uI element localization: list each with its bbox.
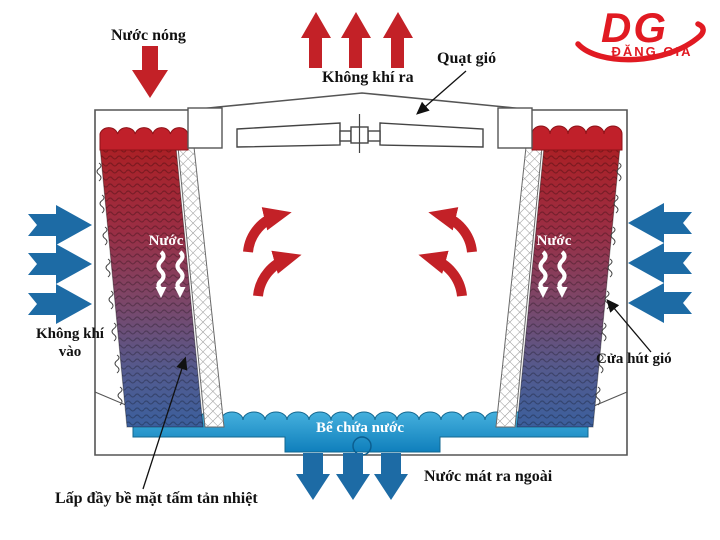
fill-material-pointer (142, 356, 188, 490)
logo-arrow-icon (594, 19, 623, 34)
left-support-block (187, 107, 223, 149)
air-in-arrows (28, 205, 92, 324)
logo-swoosh (575, 19, 706, 63)
fan-blade-left (236, 122, 341, 148)
rising-air-arrows (243, 207, 477, 297)
right-water-column (516, 146, 621, 428)
air-intake-pointer (606, 299, 652, 353)
fan-assembly (236, 114, 484, 153)
callout-pointers (142, 70, 652, 490)
air-in-label: Không khí vào (36, 326, 104, 360)
logo-monogram: DG (601, 4, 668, 51)
fan-label: Quạt gió (437, 50, 497, 67)
cool-water-out-label: Nước mát ra ngoài (424, 468, 553, 485)
fill-material-label: Lấp đầy bề mặt tấm tản nhiệt (55, 490, 258, 507)
hot-water-label: Nước nóng (111, 27, 186, 44)
hot-water-distribution (99, 125, 623, 151)
air-intake-label: Cửa hút gió (596, 351, 672, 367)
hot-water-arrow (132, 46, 168, 98)
water-label-left: Nước (148, 233, 184, 249)
fan-pointer (416, 70, 467, 115)
air-out-arrows (301, 12, 413, 68)
air-out-label: Không khí ra (322, 69, 414, 86)
basin-label: Bể chứa nước (316, 420, 404, 436)
right-support-block (497, 107, 533, 149)
cool-water-out-arrows (296, 453, 408, 500)
logo-brand-text: ĐẶNG GIA (611, 44, 693, 59)
air-intake-arrows (628, 203, 692, 323)
water-label-right: Nước (536, 233, 572, 249)
